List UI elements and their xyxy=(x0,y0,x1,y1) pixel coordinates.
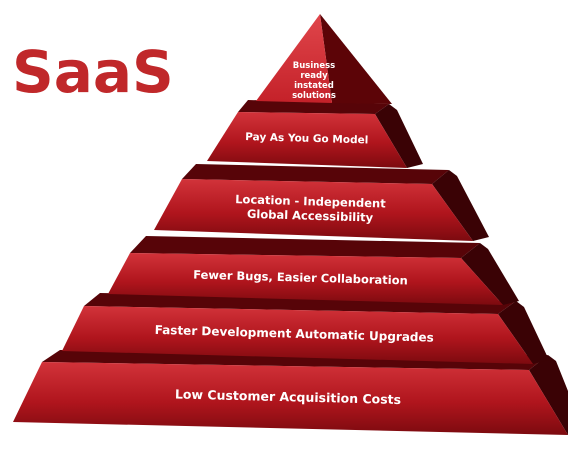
tier-label: Location - IndependentGlobal Accessibili… xyxy=(235,192,387,225)
tier-side-face xyxy=(498,301,549,364)
tier-label-line: Global Accessibility xyxy=(247,206,374,224)
tier-label: Pay As You Go Model xyxy=(245,131,368,146)
tier-front-face xyxy=(62,306,533,364)
tier-front-face xyxy=(154,179,473,241)
tier-top-surface xyxy=(130,236,480,258)
tier-top-surface xyxy=(182,164,449,184)
apex-label-line: instated xyxy=(294,81,334,91)
pyramid-tier: Fewer Bugs, Easier Collaboration xyxy=(108,236,519,305)
apex-label-line: solutions xyxy=(292,91,336,101)
page-title: SaaS xyxy=(12,38,174,106)
tier-front-face xyxy=(108,253,503,305)
tier-side-face xyxy=(375,104,423,168)
tier-top-surface xyxy=(84,293,516,314)
apex-label-line: Business xyxy=(293,61,335,71)
apex-label-line: ready xyxy=(300,71,328,81)
apex-front-face xyxy=(256,14,332,103)
tier-top-surface xyxy=(238,100,389,114)
apex-side-face xyxy=(320,14,392,104)
tier-label-line: Low Customer Acquisition Costs xyxy=(175,386,402,407)
tier-front-face xyxy=(207,112,407,168)
tier-side-face xyxy=(529,355,568,435)
tier-side-face xyxy=(461,243,519,305)
tier-label-line: Pay As You Go Model xyxy=(245,131,368,146)
tier-front-face xyxy=(13,362,568,435)
tier-side-face xyxy=(432,170,489,241)
pyramid-tier: Pay As You Go Model xyxy=(207,100,423,168)
pyramid-layers: Low Customer Acquisition Costs Faster Dev… xyxy=(13,100,568,435)
pyramid-tier: Faster Development Automatic Upgrades xyxy=(62,293,549,364)
tier-label-line: Fewer Bugs, Easier Collaboration xyxy=(193,267,408,287)
pyramid-tier: Low Customer Acquisition Costs xyxy=(13,350,568,435)
tier-label: Fewer Bugs, Easier Collaboration xyxy=(193,267,408,287)
tier-label: Low Customer Acquisition Costs xyxy=(175,386,402,407)
pyramid-tier: Location - IndependentGlobal Accessibili… xyxy=(154,164,489,241)
tier-label-line: Location - Independent xyxy=(235,192,386,210)
